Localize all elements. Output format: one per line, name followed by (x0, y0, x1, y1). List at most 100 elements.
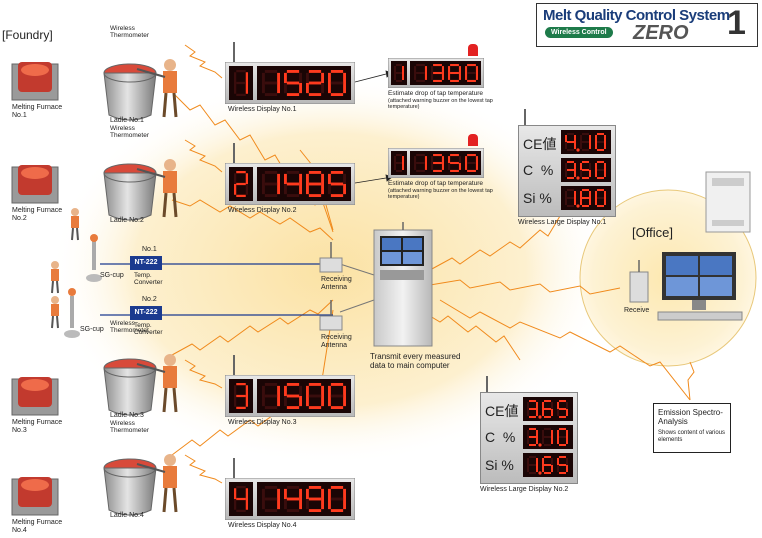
furnace-icon (11, 377, 59, 416)
wireless-display (224, 374, 356, 418)
thermometer-label: Wireless Thermometer (110, 125, 150, 139)
large-display-row-name: C % (523, 162, 554, 178)
office-receive-label: Receive (624, 307, 650, 314)
spectro-title: Emission Spectro-Analysis (658, 408, 723, 426)
melting-furnace (10, 475, 60, 517)
large-display-antenna-icon (486, 376, 488, 392)
estimate-subtitle: (attached warning buzzer on the lowest t… (388, 98, 493, 110)
large-display-row-value (561, 158, 611, 182)
antenna-2-label: Receiving Antenna (321, 334, 352, 349)
large-display-row-name: Si % (485, 457, 514, 473)
worker-sg-3 (51, 296, 59, 329)
ladle (95, 55, 195, 125)
furnace-label: Melting Furnace No.4 (12, 519, 63, 534)
ladle-label: Ladle No.1 (110, 117, 144, 124)
large-display-row-value (523, 453, 573, 477)
wireless-display (224, 477, 356, 521)
large-display-antenna-icon (524, 109, 526, 125)
large-display-row-name: C % (485, 429, 516, 445)
large-display-row-value (523, 425, 573, 449)
large-display-row-value (523, 397, 573, 421)
furnace-label: Melting Furnace No.3 (12, 419, 63, 434)
ladle-icon (103, 454, 178, 516)
furnace-icon (11, 477, 59, 516)
furnace-icon (11, 62, 59, 101)
ladle-icon (103, 354, 178, 416)
ladle-icon (103, 159, 178, 221)
display-antenna-icon (233, 42, 235, 62)
large-display-row-name: Si % (523, 190, 552, 206)
wireless-display-panel (224, 477, 356, 521)
display-antenna-icon (233, 143, 235, 163)
office-computer-icon (629, 252, 743, 321)
wireless-display (224, 162, 356, 206)
main-computer-icon (373, 222, 433, 347)
estimate-title: Estimate drop of tap temperature (388, 180, 484, 187)
wireless-display-label: Wireless Display No.2 (228, 207, 297, 214)
estimate-subtitle: (attached warning buzzer on the lowest t… (388, 188, 493, 200)
estimate-display-panel (387, 57, 485, 89)
wired-links (100, 263, 333, 316)
antenna-2-icon (319, 300, 343, 331)
logo-product-number: 1 (727, 4, 746, 42)
warning-lamp-icon (468, 44, 478, 56)
wireless-large-display: CE値4.10C %3.50Si %1.80 (518, 125, 616, 217)
furnace-icon (11, 165, 59, 204)
spectro-subtitle: Shows content of various elements (658, 430, 726, 443)
thermometer-label: Wireless Thermometer (110, 420, 150, 434)
ladle-label: Ladle No.4 (110, 512, 144, 519)
wireless-display-label: Wireless Display No.4 (228, 522, 297, 529)
large-display-label: Wireless Large Display No.1 (518, 219, 607, 226)
large-display-row-value (561, 130, 611, 154)
furnace-label: Melting Furnace No.1 (12, 104, 63, 119)
antenna-1-icon (319, 242, 343, 273)
foundry-section-label: [Foundry] (2, 28, 53, 42)
spectro-analysis-box: Emission Spectro-Analysis Shows content … (653, 403, 731, 453)
logo-title: Melt Quality Control System (543, 7, 730, 24)
ladle-label: Ladle No.3 (110, 412, 144, 419)
converter-number: No.1 (142, 246, 157, 253)
estimate-display (387, 57, 485, 89)
wireless-display-label: Wireless Display No.1 (228, 106, 297, 113)
estimate-title: Estimate drop of tap temperature (388, 90, 484, 97)
system-logo: Melt Quality Control System Wireless Con… (536, 3, 758, 47)
wireless-display-label: Wireless Display No.3 (228, 419, 297, 426)
worker-sg-2 (51, 261, 59, 294)
furnace-label: Melting Furnace No.2 (12, 207, 63, 222)
ladle (95, 350, 195, 420)
temp-converter-box: NT-222 (130, 256, 162, 270)
large-display-row-value (561, 186, 611, 210)
wireless-display-panel (224, 61, 356, 105)
office-section-label: [Office] (632, 225, 673, 240)
estimate-display (387, 147, 485, 179)
antenna-1-label: Receiving Antenna (321, 276, 352, 291)
sg-cup-stand-1 (86, 234, 102, 282)
wireless-display-panel (224, 162, 356, 206)
thermometer-label: Wireless Thermometer (110, 320, 150, 334)
thermometer-label: Wireless Thermometer (110, 25, 150, 39)
display-antenna-icon (233, 355, 235, 375)
melting-furnace (10, 375, 60, 417)
sg-cup-stand-2 (64, 288, 80, 338)
sg-cup-label: SG-cup (100, 272, 124, 279)
large-display-row-name: CE値 (485, 403, 519, 419)
printer-icon (705, 171, 751, 233)
display-antenna-icon (233, 458, 235, 478)
logo-product: ZERO (633, 22, 689, 44)
ladle-label: Ladle No.2 (110, 217, 144, 224)
melting-furnace (10, 60, 60, 102)
melting-furnace (10, 163, 60, 205)
wireless-display (224, 61, 356, 105)
converter-label: Temp. Converter (134, 322, 163, 336)
ladle (95, 155, 195, 225)
logo-badge: Wireless Control (545, 27, 613, 38)
ladle (95, 450, 195, 520)
estimate-display-panel (387, 147, 485, 179)
ladle-icon (103, 59, 178, 121)
worker-sg-1 (71, 208, 79, 241)
sg-cup-label: SG-cup (80, 326, 104, 333)
large-display-label: Wireless Large Display No.2 (480, 486, 569, 493)
